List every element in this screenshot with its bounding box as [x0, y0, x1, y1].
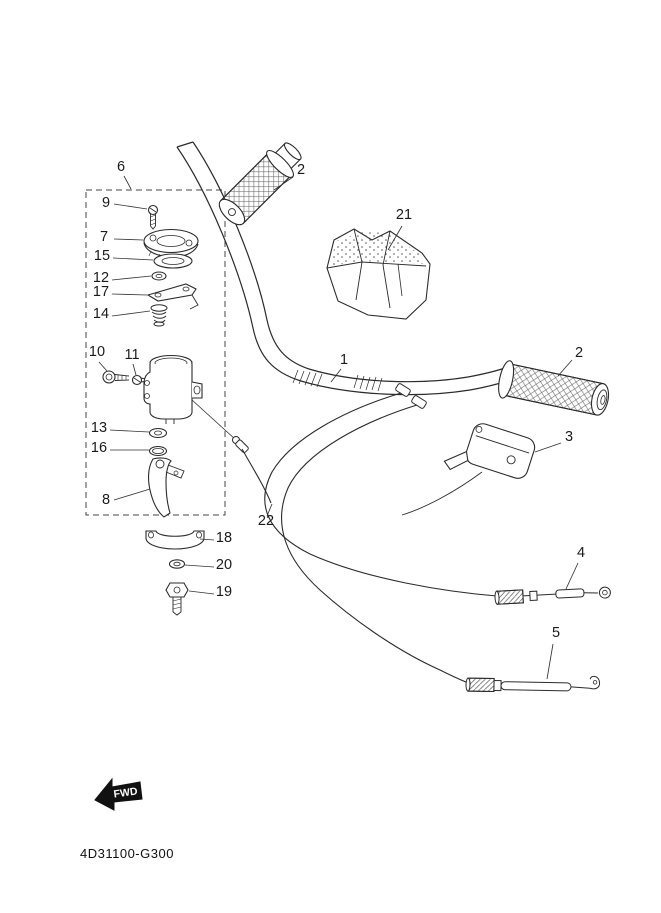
- dashed-assembly-box: [85, 189, 226, 516]
- bracket-17: [146, 283, 199, 310]
- part-label-2-top: 2: [297, 162, 305, 178]
- part-label-15: 15: [94, 248, 110, 264]
- handlebar-cover-21: [326, 228, 431, 320]
- diaphragm-15: [153, 253, 193, 269]
- cable-end-barrel-c: [232, 436, 249, 454]
- part-label-7: 7: [100, 229, 108, 245]
- cable-4-adjuster: [494, 586, 611, 605]
- part-label-13: 13: [91, 420, 107, 436]
- cable-4: [264, 392, 498, 597]
- part-label-22: 22: [258, 513, 274, 529]
- part-label-20: 20: [216, 557, 232, 573]
- part-label-21: 21: [396, 207, 412, 223]
- screw-9: [147, 204, 159, 230]
- part-label-18: 18: [216, 530, 232, 546]
- part-label-11: 11: [124, 347, 139, 363]
- washer-13: [148, 427, 168, 439]
- handlebar-1: [176, 141, 508, 396]
- part-label-6: 6: [117, 159, 125, 175]
- leader-lines: [98, 175, 579, 680]
- spring-cup-14: [150, 304, 168, 327]
- part-labels: 6 9 7 15 12 17 14 10 11 13 16 8 18 20 19…: [89, 159, 585, 641]
- throttle-housing-3: [443, 423, 536, 479]
- washer-12: [151, 271, 167, 281]
- part-label-10: 10: [89, 344, 105, 360]
- cable-5: [281, 404, 483, 685]
- left-grip-2: [218, 142, 302, 226]
- part-label-9: 9: [102, 195, 110, 211]
- cable-end-barrel-b: [411, 395, 427, 409]
- fwd-label: FWD: [113, 785, 139, 800]
- knurl-band-left: [292, 369, 323, 388]
- master-cylinder-body: [143, 354, 237, 441]
- diagram-code: 4D31100-G300: [80, 846, 174, 861]
- cable-22: [241, 448, 272, 504]
- bolt-19: [165, 582, 189, 616]
- part-label-19: 19: [216, 584, 232, 600]
- knurl-band-right: [353, 374, 383, 392]
- fwd-arrow: FWD: [94, 777, 143, 811]
- part-label-1: 1: [340, 352, 348, 368]
- part-label-4: 4: [577, 545, 585, 561]
- right-grip-2: [498, 360, 610, 416]
- washer-20: [168, 559, 186, 569]
- part-label-16: 16: [91, 440, 107, 456]
- part-label-2-right: 2: [575, 345, 583, 361]
- part-label-8: 8: [102, 492, 110, 508]
- cable-5-adjuster: [465, 675, 601, 693]
- bolt-10: [102, 370, 130, 384]
- part-label-5: 5: [552, 625, 560, 641]
- part-label-12: 12: [93, 270, 109, 286]
- part-label-17: 17: [93, 284, 109, 300]
- clamp-18: [145, 530, 205, 550]
- part-label-3: 3: [565, 429, 573, 445]
- seal-16: [148, 445, 168, 457]
- part-label-14: 14: [93, 306, 109, 322]
- brake-lever-8: [148, 457, 185, 518]
